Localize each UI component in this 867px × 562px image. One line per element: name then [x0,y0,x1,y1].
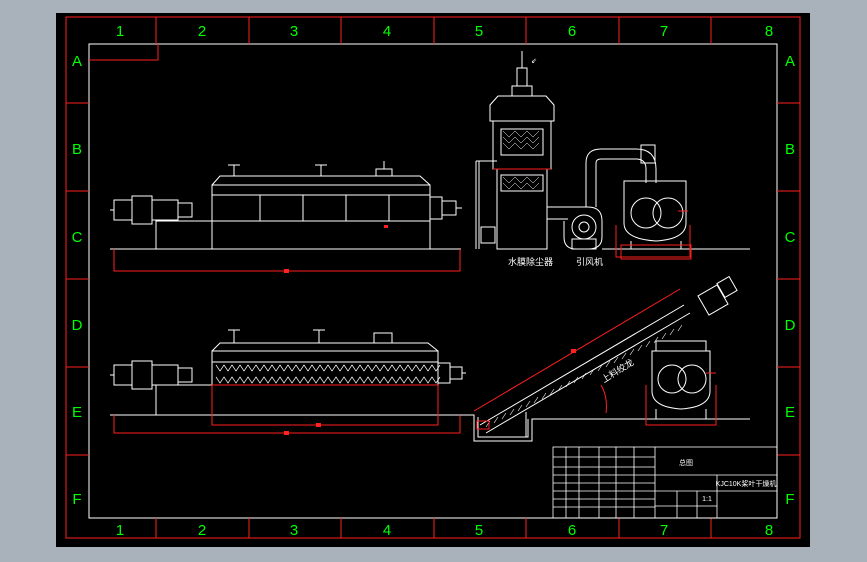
angle-arc [600,384,607,414]
title-block-scale: 1:1 [702,496,712,503]
row-label: D [785,317,796,334]
col-label: 3 [290,522,298,539]
scrubber: ⇙ [475,51,568,250]
row-label: F [72,491,81,508]
col-label: 5 [475,23,483,40]
paddle-blades [215,364,441,384]
row-label: B [72,141,82,158]
row-label: E [72,404,82,421]
title-block-header: 总图 [679,458,693,467]
dimension-mark [316,423,321,427]
title-block [552,446,778,519]
label-fan: 引风机 [576,256,603,267]
corner-tab [89,44,159,61]
dimension-mark [571,349,576,353]
col-label: 8 [765,522,773,539]
scrubber-lattice [502,130,540,190]
dimension-mark [284,269,289,273]
column-labels-bottom: 1 2 3 4 5 6 7 8 [116,522,773,539]
col-label: 8 [765,23,773,40]
dimension-box [615,225,691,258]
dimension-box [476,420,490,430]
row-label: D [72,317,83,334]
dimension-line [473,288,681,412]
row-labels-left: A B C D E F [72,53,83,508]
col-label: 3 [290,23,298,40]
col-label: 1 [116,23,124,40]
dryer-end-view-bottom [651,340,711,419]
row-label: E [785,404,795,421]
col-label: 6 [568,522,576,539]
col-label: 6 [568,23,576,40]
dryer-end-view-top [602,180,750,250]
row-label: B [785,141,795,158]
induced-draft-fan [563,144,657,250]
row-label: C [785,229,796,246]
inner-frame [88,43,778,519]
col-label: 7 [660,522,668,539]
dryer-elevation-top [110,161,462,250]
drawing-sheet[interactable]: 1 2 3 4 5 6 7 8 1 2 3 4 5 6 7 8 A B C D … [56,13,810,547]
col-label: 2 [198,522,206,539]
row-label: A [785,53,795,70]
dimension-box [211,384,439,426]
dimension-box [645,385,717,426]
col-label: 4 [383,23,391,40]
col-label: 4 [383,522,391,539]
dryer-elevation-bottom [110,329,466,416]
col-label: 7 [660,23,668,40]
row-label: C [72,229,83,246]
row-label: F [785,491,794,508]
row-label: A [72,53,82,70]
outer-frame [65,16,801,539]
inclined-screw-conveyor [479,275,738,437]
col-label: 2 [198,23,206,40]
col-label: 1 [116,522,124,539]
dimension-mark [384,225,388,228]
exhaust-arrow: ⇙ [531,58,537,65]
label-scrubber: 水膜除尘器 [508,256,553,267]
label-inclined-conveyor: 上料绞龙 [599,356,635,384]
row-labels-right: A B C D E F [785,53,796,508]
title-block-drawing-no: KJC10K桨叶干燥机 [716,479,777,488]
col-label: 5 [475,522,483,539]
dimension-line [113,249,461,272]
screw-flights [485,324,683,428]
dimension-mark [284,431,289,435]
dimension-box [620,244,692,260]
dimension-line [113,415,461,434]
drawing-canvas: 1 2 3 4 5 6 7 8 1 2 3 4 5 6 7 8 A B C D … [65,16,801,539]
feed-pit [460,414,750,442]
column-ticks [66,17,800,538]
column-labels-top: 1 2 3 4 5 6 7 8 [116,23,773,40]
